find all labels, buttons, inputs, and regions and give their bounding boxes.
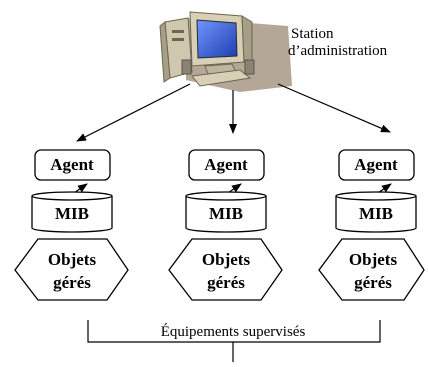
station-label-line1: Station bbox=[291, 26, 334, 42]
mib-database-icon bbox=[185, 191, 267, 233]
managed-objects-label-line1: Objets bbox=[48, 250, 97, 269]
agent-box bbox=[338, 149, 415, 181]
station-label-line2: d’administration bbox=[288, 43, 388, 59]
managed-node-2: Agent MIB Objets gérés bbox=[168, 149, 283, 301]
managed-objects-hexagon bbox=[318, 238, 425, 301]
agent-label: Agent bbox=[354, 155, 398, 174]
managed-objects-label-line1: Objets bbox=[349, 250, 398, 269]
managed-objects-label-line2: gérés bbox=[354, 273, 392, 292]
mib-label: MIB bbox=[55, 204, 89, 223]
agent-box bbox=[34, 149, 111, 181]
agent-box bbox=[188, 149, 265, 181]
agent-label: Agent bbox=[50, 155, 94, 174]
managed-objects-label-line2: gérés bbox=[207, 273, 245, 292]
arrow-to-agent-left bbox=[76, 83, 191, 142]
managed-objects-hexagon bbox=[168, 238, 283, 301]
mib-label: MIB bbox=[359, 204, 393, 223]
supervised-equipment-label: Équipements supervisés bbox=[161, 323, 306, 340]
managed-objects-label-line1: Objets bbox=[202, 250, 251, 269]
managed-node-3: Agent MIB Objets gérés bbox=[318, 149, 425, 301]
agent-label: Agent bbox=[204, 155, 248, 174]
mib-database-icon bbox=[31, 191, 113, 233]
supervised-equipment-bracket bbox=[87, 320, 381, 362]
mib-label: MIB bbox=[209, 204, 243, 223]
managed-objects-hexagon bbox=[14, 238, 129, 301]
computer-icon bbox=[159, 11, 292, 92]
managed-objects-label-line2: gérés bbox=[53, 273, 91, 292]
arrow-to-agent-right bbox=[277, 83, 391, 133]
managed-node-1: Agent MIB Objets gérés bbox=[14, 149, 129, 301]
mib-database-icon bbox=[335, 191, 417, 233]
